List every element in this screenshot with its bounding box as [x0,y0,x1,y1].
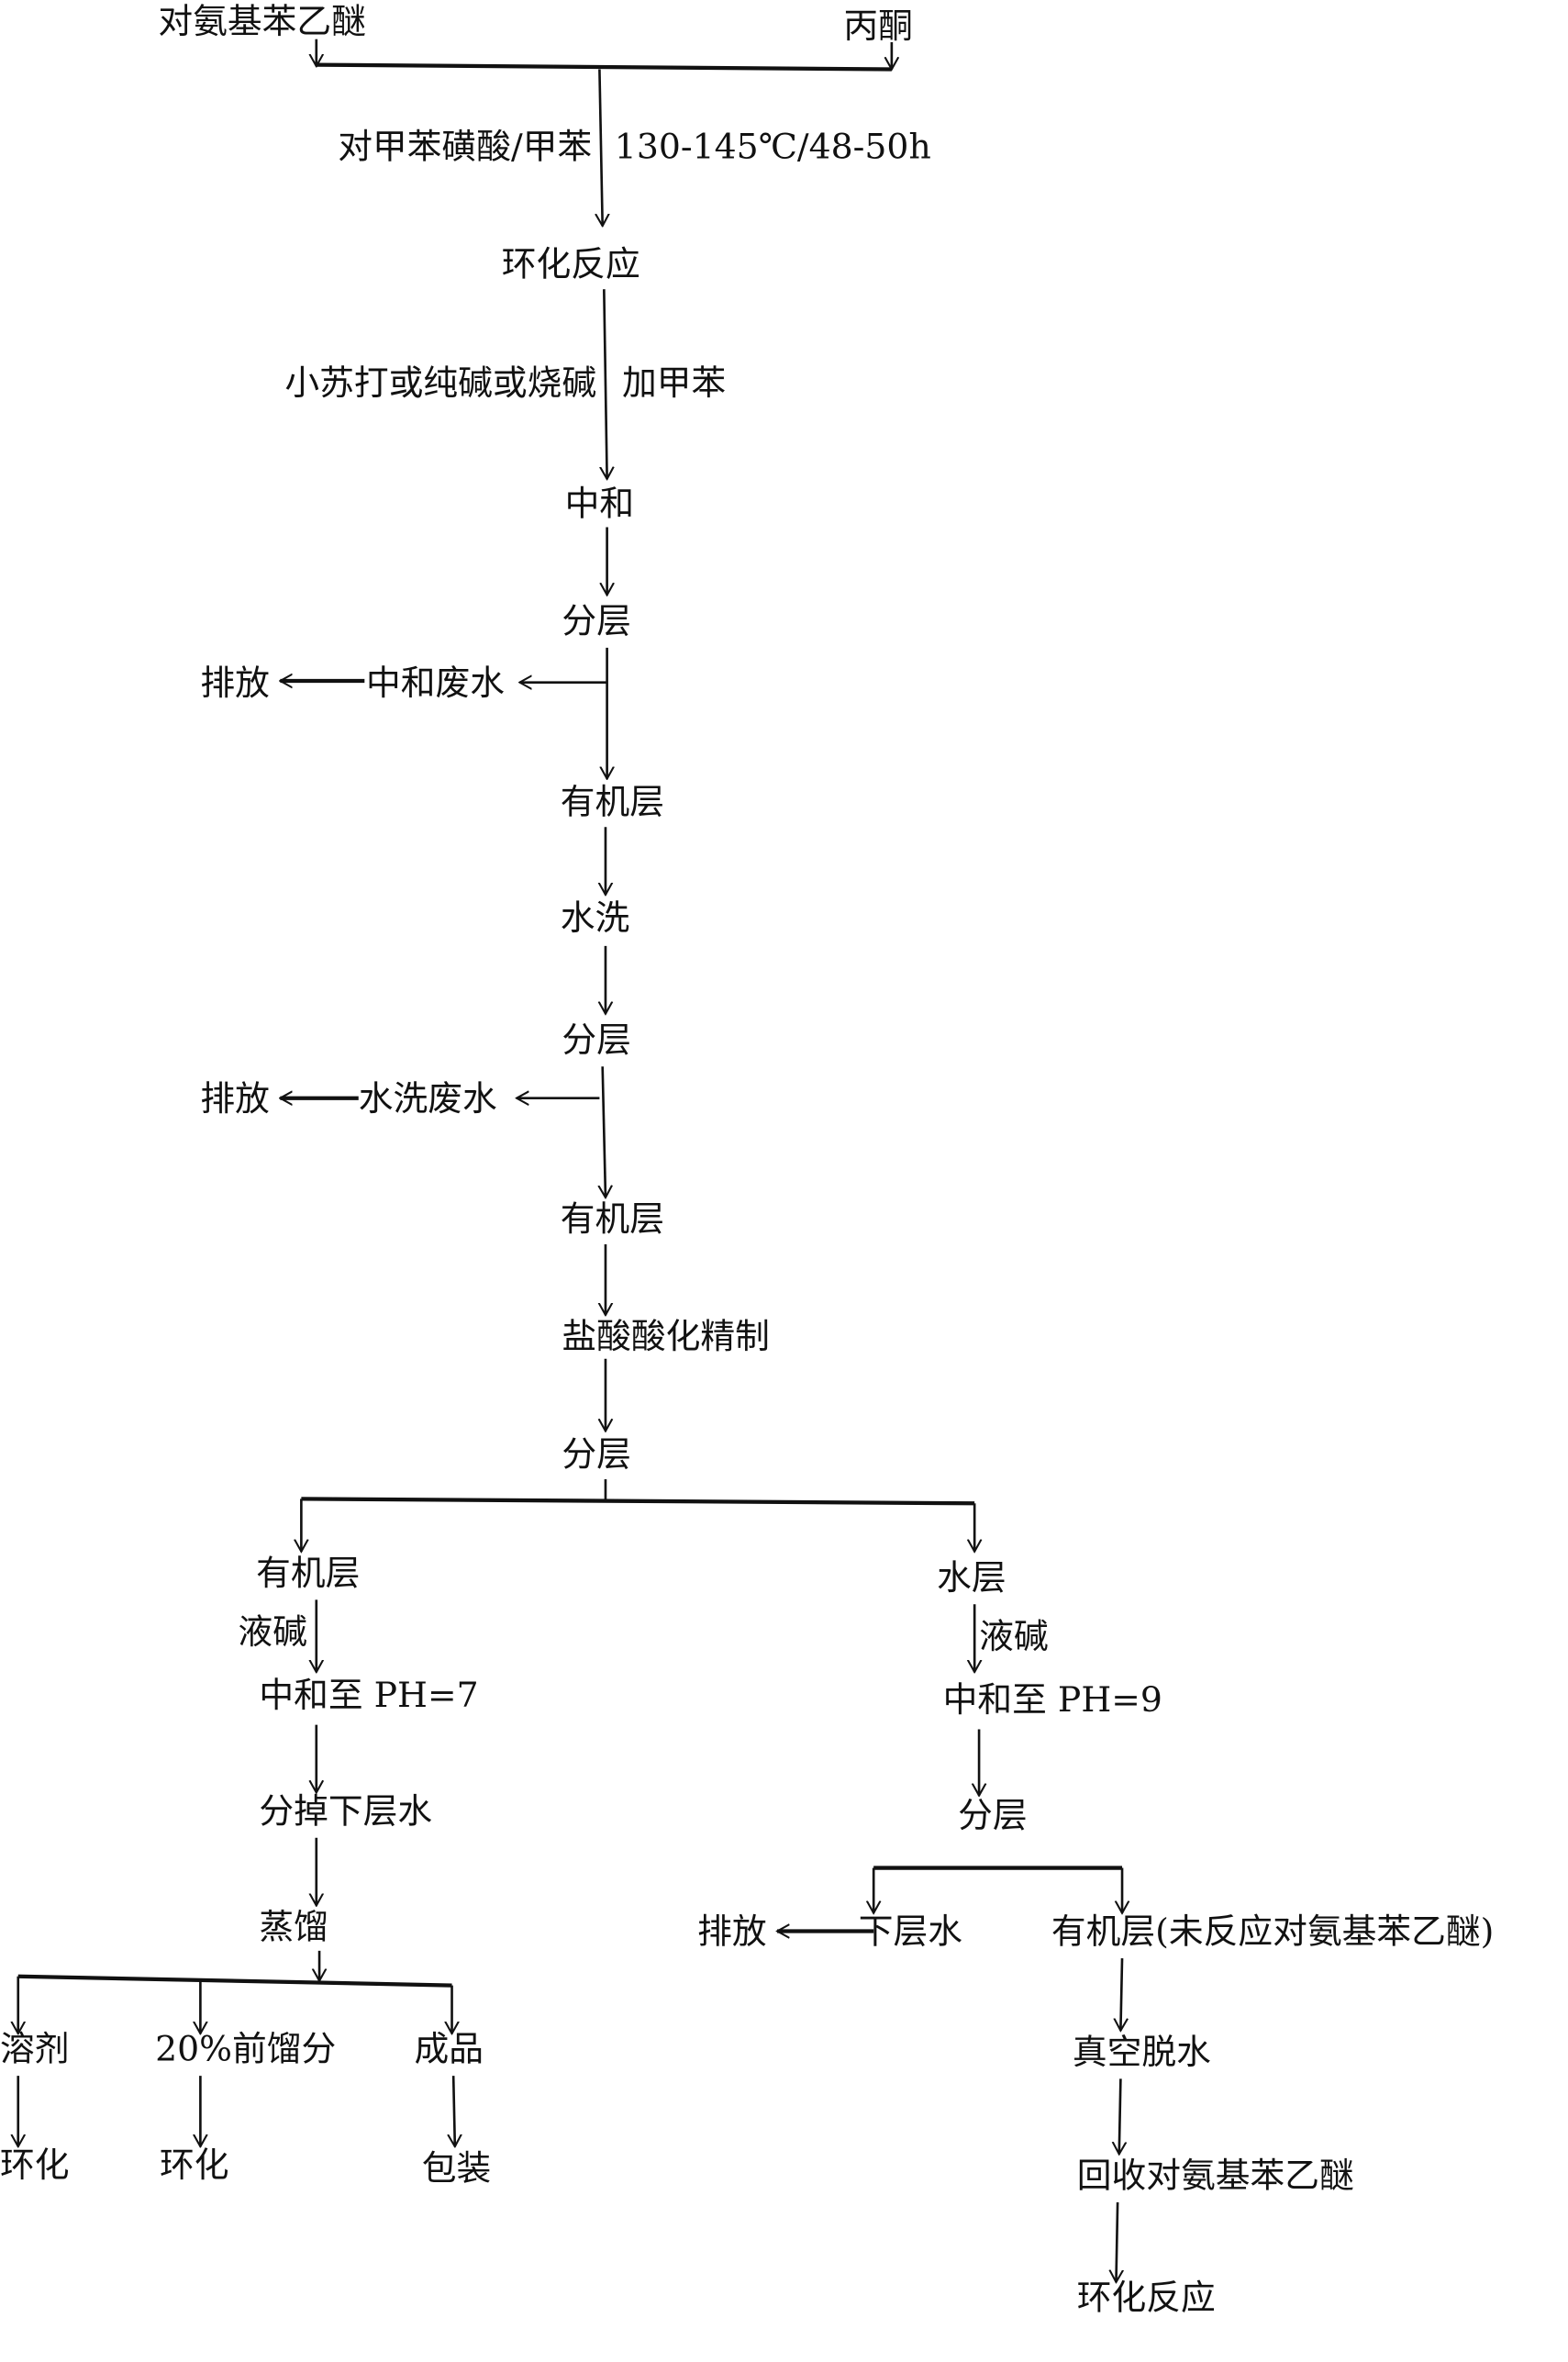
next-packaging: 包装 [422,2147,491,2188]
right-separate: 分层 [958,1795,1028,1835]
output-product: 成品 [414,2029,484,2069]
arrow [1116,2201,1118,2282]
right-aqueous-layer: 水层 [937,1557,1006,1598]
right-vacuum-dehydration: 真空脱水 [1073,2032,1211,2072]
arrow [1119,2078,1121,2154]
arrow-to-neutralize [604,289,606,479]
right-lower-water: 下层水 [859,1911,962,1952]
left-neutralize-ph7: 中和至 PH=7 [259,1675,478,1715]
waste-wash-water: 水洗废水 [359,1078,497,1119]
left-distillation: 蒸馏 [259,1907,328,1947]
discharge-2: 排放 [200,1078,270,1119]
step-water-wash: 水洗 [561,897,630,938]
waste-neutralization-water: 中和废水 [366,663,505,703]
right-recover: 回收对氨基苯乙醚 [1077,2156,1354,2196]
output-solvent: 溶剂 [0,2029,70,2069]
right-reagent-lye: 液碱 [979,1616,1049,1656]
condition-toluene: 加甲苯 [622,362,726,403]
condition-temp-time: 130-145℃/48-50h [615,126,931,166]
arrow [453,2076,455,2146]
step-separate-1: 分层 [562,600,631,641]
next-cyclization-2: 环化 [160,2145,229,2185]
step-separate-3: 分层 [562,1433,631,1474]
step-organic-layer-2: 有机层 [561,1198,664,1239]
merge-line [316,62,892,72]
step-separate-2: 分层 [562,1019,631,1060]
step-neutralize: 中和 [565,483,634,523]
step-hcl-refine: 盐酸酸化精制 [562,1316,770,1356]
arrow [603,1066,606,1198]
left-reagent-lye: 液碱 [238,1611,307,1652]
left-remove-lower-water: 分掉下层水 [259,1790,432,1831]
discharge-1: 排放 [200,663,270,703]
input-acetone: 丙酮 [843,6,913,46]
right-discharge: 排放 [697,1911,766,1952]
step-organic-layer-1: 有机层 [561,781,664,821]
input-p-phenetidine: 对氨基苯乙醚 [158,1,366,41]
arrow-to-cyclization [599,69,602,227]
step-cyclization: 环化反应 [502,243,640,284]
next-cyclization-1: 环化 [0,2145,70,2185]
left-organic-layer: 有机层 [256,1553,360,1593]
split-line [301,1497,975,1506]
arrow [1120,1958,1122,2031]
right-cyclization: 环化反应 [1077,2278,1216,2318]
output-fore-fraction: 20%前馏分 [155,2029,336,2069]
right-organic-layer: 有机层(未反应对氨基苯乙醚) [1051,1911,1494,1952]
condition-catalyst: 对甲苯磺酸/甲苯 [338,126,592,166]
distill-split-line [17,1974,452,1988]
condition-base: 小苏打或纯碱或烧碱 [284,362,596,403]
right-neutralize-ph9: 中和至 PH=9 [943,1679,1162,1720]
